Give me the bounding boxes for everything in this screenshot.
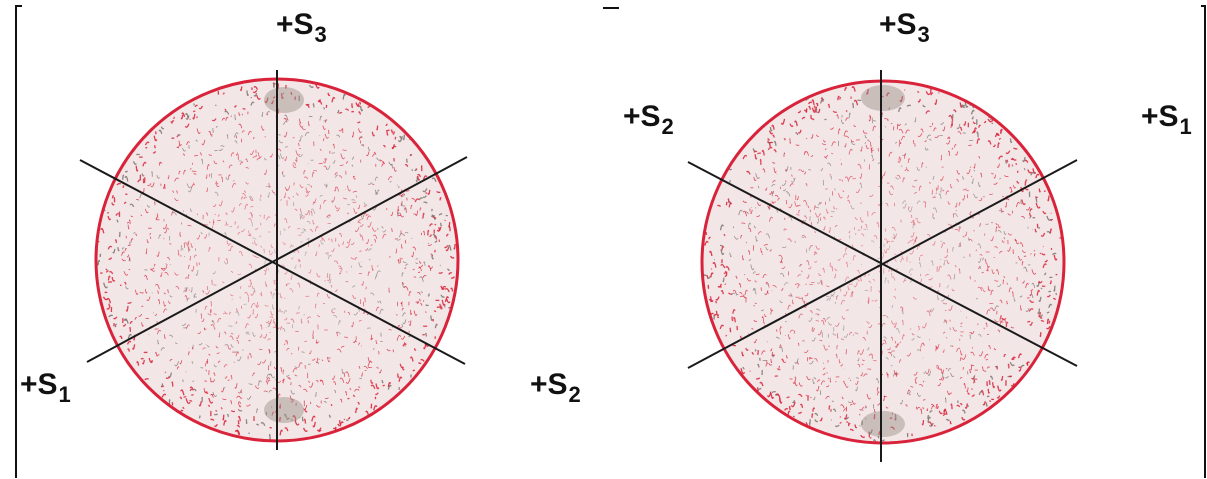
left-s1-label: +S1 <box>20 370 71 400</box>
right-sphere-diagram <box>603 0 1206 479</box>
left-south-pole-shade <box>264 397 304 423</box>
right-frame-right-mark <box>1201 6 1205 478</box>
left-s3-label: +S3 <box>276 10 327 40</box>
left-sphere-panel: +S3 +S1 +S2 <box>0 0 603 479</box>
right-s3-label: +S3 <box>879 10 930 40</box>
left-north-pole-shade <box>264 87 304 113</box>
right-s2-label: +S2 <box>623 102 674 132</box>
left-frame-bracket <box>16 6 22 478</box>
left-sphere-diagram <box>0 0 603 479</box>
right-sphere-texture <box>702 81 1064 443</box>
right-sphere-panel: +S3 +S2 +S1 <box>603 0 1206 479</box>
right-south-pole-shade <box>861 411 905 437</box>
right-s1-label: +S1 <box>1141 102 1192 132</box>
right-north-pole-shade <box>861 85 905 111</box>
left-s2-label: +S2 <box>530 370 581 400</box>
